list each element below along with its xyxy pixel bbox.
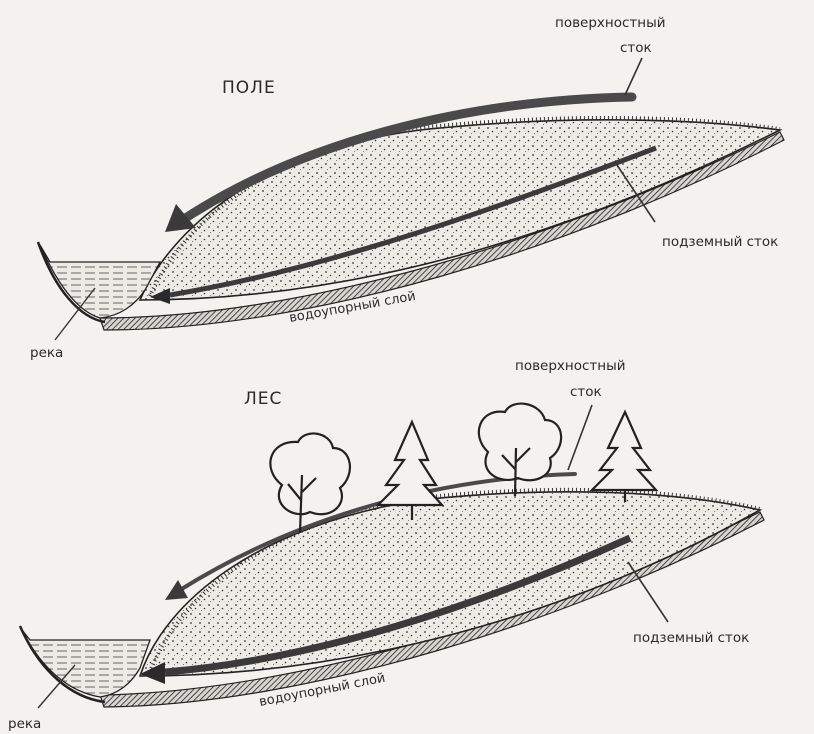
field-surface-runoff-label-line1: поверхностный bbox=[555, 15, 666, 31]
field-underground-runoff-label: подземный сток bbox=[662, 234, 778, 250]
field-river bbox=[40, 245, 160, 318]
forest-aquifer-lens bbox=[140, 492, 760, 676]
field-river-label: река bbox=[30, 345, 63, 361]
conifer-tree-icon bbox=[592, 412, 656, 502]
forest-surface-runoff-arrowhead bbox=[165, 580, 188, 600]
field-surface-runoff-label-line2: сток bbox=[620, 40, 652, 56]
field-aquifer-lens bbox=[140, 120, 780, 300]
forest-surface-runoff-label-line1: поверхностный bbox=[515, 358, 626, 374]
forest-panel: ЛЕС поверхностный сток подземный сток во… bbox=[8, 358, 764, 732]
conifer-tree-icon bbox=[378, 422, 442, 520]
forest-surface-leader bbox=[568, 405, 592, 470]
field-panel: ПОЛЕ поверхностный сток подземный сток в… bbox=[30, 15, 784, 361]
forest-surface-runoff-label-line2: сток bbox=[570, 384, 602, 400]
forest-underground-runoff-label: подземный сток bbox=[633, 630, 749, 646]
field-title: ПОЛЕ bbox=[222, 78, 276, 98]
forest-river-label: река bbox=[8, 716, 41, 732]
forest-title: ЛЕС bbox=[244, 389, 282, 409]
field-surface-leader bbox=[625, 58, 642, 95]
